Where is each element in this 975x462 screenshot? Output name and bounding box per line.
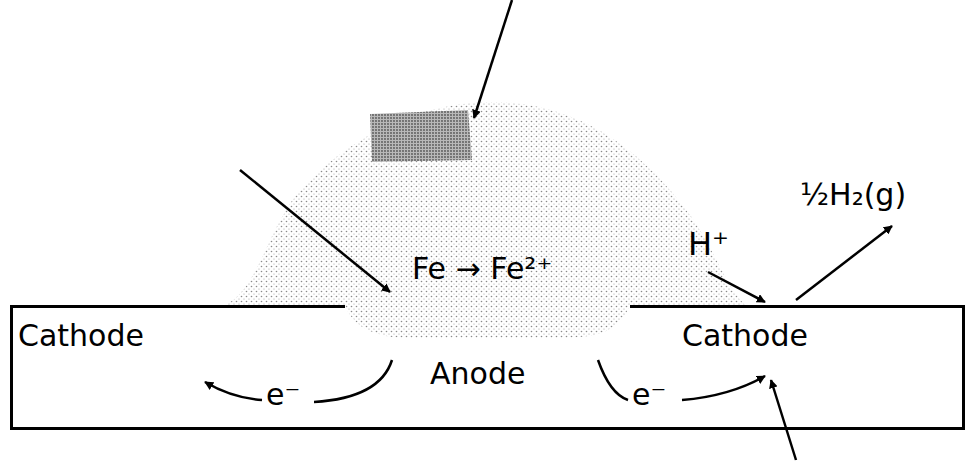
cathode-label: Cathode bbox=[682, 319, 808, 354]
anode-label: Anode bbox=[430, 357, 525, 392]
electron-label: e⁻ bbox=[632, 378, 666, 413]
pointer-arrow bbox=[771, 380, 796, 460]
electron-label: e⁻ bbox=[266, 378, 300, 413]
oxygen-rich-region bbox=[370, 110, 472, 162]
cathode-label: Cathode bbox=[18, 319, 144, 354]
metal-bar-outline bbox=[12, 307, 964, 429]
ion-arrow bbox=[708, 272, 765, 302]
electron-flow-arrow bbox=[598, 360, 628, 400]
reaction-label: Fe → Fe²⁺ bbox=[412, 252, 552, 287]
electron-flow-arrow bbox=[682, 376, 765, 400]
gas-label: ½H₂(g) bbox=[800, 178, 906, 213]
water-droplet bbox=[225, 102, 745, 338]
gas-arrow bbox=[796, 226, 892, 300]
electron-flow-arrow bbox=[314, 360, 392, 402]
ion-label: H⁺ bbox=[688, 226, 729, 263]
metal-bar: CathodeAnode Cathode bbox=[10, 305, 965, 430]
pointer-arrow bbox=[240, 170, 390, 292]
pointer-arrow bbox=[474, 0, 512, 118]
electron-flow-arrow bbox=[205, 382, 262, 400]
